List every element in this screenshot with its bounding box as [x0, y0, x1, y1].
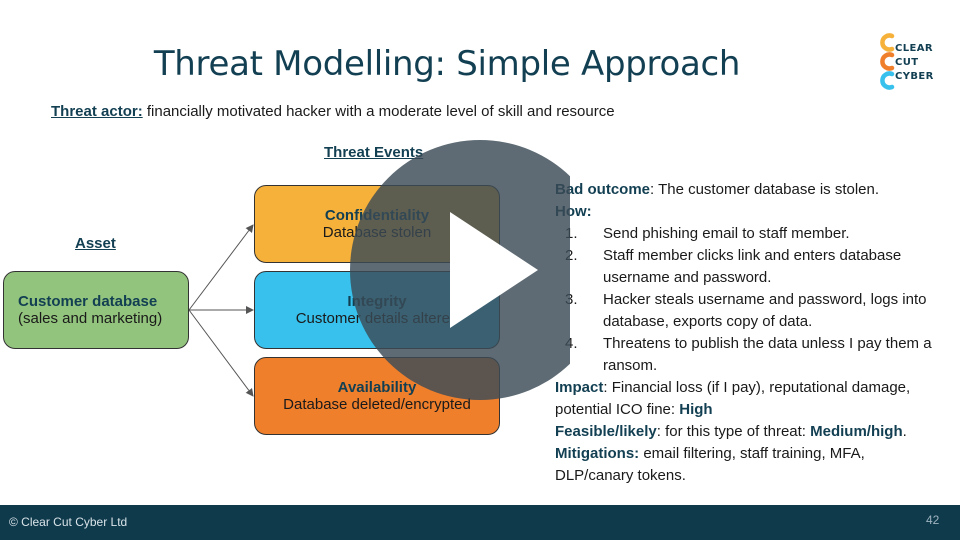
- play-icon[interactable]: [350, 140, 570, 400]
- mitigations-label: Mitigations:: [555, 445, 640, 462]
- feasible-end: .: [902, 423, 907, 440]
- step-text: Hacker steals username and password, log…: [603, 291, 927, 330]
- mitigations-line: Mitigations: email filtering, staff trai…: [555, 443, 945, 487]
- mitigations-text: email filtering, staff training, MFA, DL…: [555, 445, 865, 484]
- threat-actor-text: financially motivated hacker with a mode…: [142, 103, 615, 120]
- asset-title: Customer database: [18, 293, 158, 310]
- asset-label: Asset: [75, 235, 116, 252]
- page-number: 42: [926, 513, 940, 527]
- impact-line: Impact: Financial loss (if I pay), reput…: [555, 377, 945, 421]
- feasible-text: : for this type of threat:: [656, 423, 811, 440]
- step-text: Send phishing email to staff member.: [603, 225, 850, 242]
- footer-bar: © Clear Cut Cyber Ltd: [0, 505, 960, 540]
- list-item: 1.Send phishing email to staff member.: [555, 223, 945, 245]
- logo-text-clear: CLEAR: [895, 43, 933, 54]
- asset-subtitle: (sales and marketing): [18, 310, 163, 327]
- list-item: 4.Threatens to publish the data unless I…: [555, 333, 945, 377]
- logo-text-cut: CUT: [895, 57, 919, 68]
- threat-details: Bad outcome: The customer database is st…: [555, 179, 945, 487]
- feasible-label: Feasible/likely: [555, 423, 657, 440]
- clear-cut-cyber-logo: CLEAR CUT CYBER: [878, 32, 948, 94]
- slide-title: Threat Modelling: Simple Approach: [153, 44, 741, 84]
- impact-text: : Financial loss (if I pay), reputationa…: [555, 379, 911, 418]
- list-item: 3.Hacker steals username and password, l…: [555, 289, 945, 333]
- impact-value: High: [679, 401, 713, 418]
- arrow-to-confidentiality: [188, 224, 254, 311]
- attack-steps-list: 1.Send phishing email to staff member. 2…: [555, 223, 945, 377]
- arrow-to-availability: [188, 309, 254, 397]
- threat-actor-label: Threat actor:: [51, 103, 143, 120]
- event-subtitle: Database deleted/encrypted: [283, 396, 471, 413]
- impact-label: Impact: [555, 379, 604, 396]
- threat-events-label: Threat Events: [324, 144, 424, 161]
- step-text: Staff member clicks link and enters data…: [603, 247, 902, 286]
- feasible-value: Medium/high: [810, 423, 903, 440]
- feasible-line: Feasible/likely: for this type of threat…: [555, 421, 945, 443]
- step-text: Threatens to publish the data unless I p…: [603, 335, 932, 374]
- copyright-text: © Clear Cut Cyber Ltd: [9, 515, 128, 529]
- logo-text-cyber: CYBER: [895, 71, 934, 82]
- bad-outcome-text: : The customer database is stolen.: [650, 181, 880, 198]
- asset-box-customer-database: Customer database (sales and marketing): [3, 271, 189, 349]
- logo-mark-icon: [880, 33, 895, 90]
- bad-outcome-label: Bad outcome: [555, 181, 651, 198]
- event-title: Availability: [337, 379, 417, 396]
- threat-actor-line: Threat actor: financially motivated hack…: [51, 103, 615, 120]
- bad-outcome-line: Bad outcome: The customer database is st…: [555, 179, 945, 201]
- list-item: 2.Staff member clicks link and enters da…: [555, 245, 945, 289]
